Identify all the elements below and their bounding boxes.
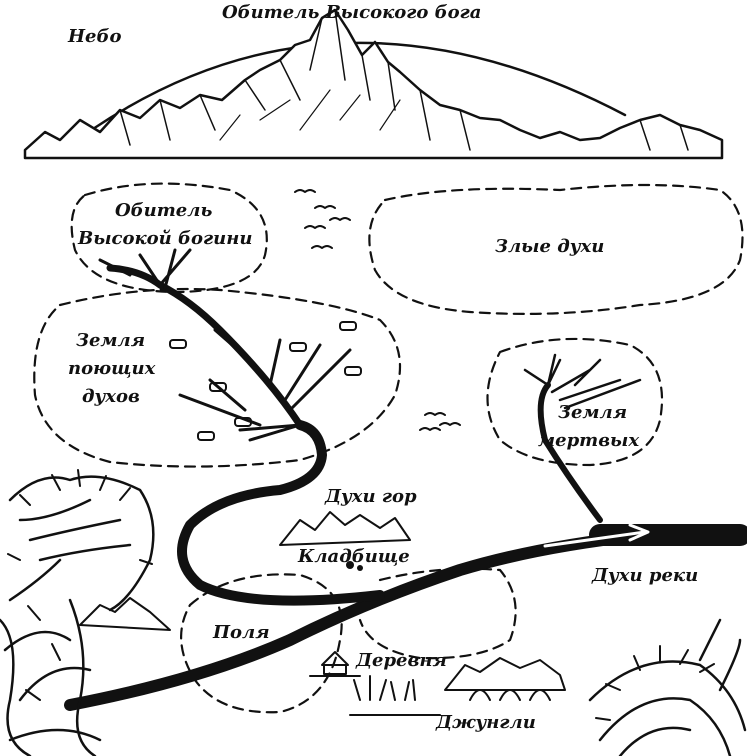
dead-tree	[537, 382, 603, 523]
label-high-goddess-2: Высокой богини	[78, 228, 253, 249]
label-fields: Поля	[213, 622, 270, 643]
jungle-right	[588, 618, 747, 756]
region-dead-land	[486, 337, 664, 467]
label-high-goddess-1: Обитель	[115, 200, 213, 221]
label-singing-spirits-2: поющих	[68, 358, 156, 379]
jungle-left	[3, 475, 155, 742]
label-river-spirits: Духи реки	[592, 565, 699, 586]
main-river	[64, 524, 706, 711]
region-high-goddess	[70, 182, 268, 294]
jungle-mountains	[444, 657, 566, 691]
label-evil-spirits: Злые духи	[495, 236, 605, 257]
river-loop	[177, 420, 385, 606]
spirit-mountains	[279, 511, 411, 546]
label-sky: Небо	[68, 26, 122, 47]
region-evil-spirits	[368, 183, 744, 315]
region-singing-spirits	[33, 287, 402, 468]
label-village: Деревня	[356, 650, 447, 671]
heaven-mountains	[23, 8, 724, 160]
label-singing-spirits-1: Земля	[76, 330, 146, 351]
label-cemetery: Кладбище	[298, 546, 410, 567]
field-mountains	[79, 597, 171, 631]
label-mountain-spirits: Духи гор	[325, 486, 417, 507]
label-jungle: Джунгли	[436, 712, 536, 733]
label-high-god: Обитель Высокого бога	[222, 2, 482, 23]
label-dead-land-1: Земля	[558, 402, 628, 423]
label-dead-land-2: мертвых	[538, 430, 640, 451]
label-singing-spirits-3: духов	[82, 386, 140, 407]
village-hut	[321, 651, 349, 675]
